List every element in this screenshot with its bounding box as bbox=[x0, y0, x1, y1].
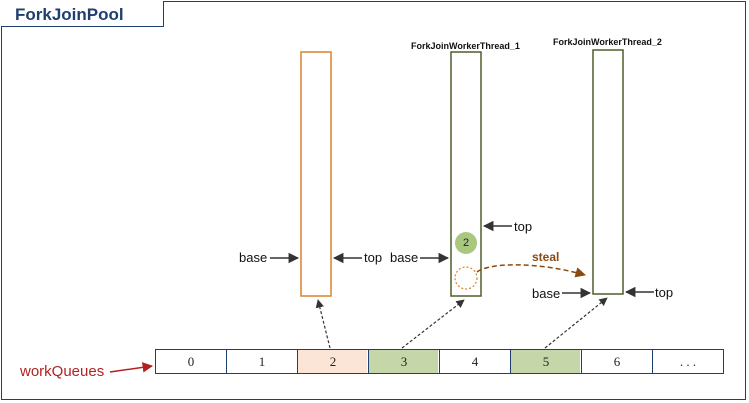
task-circle-label: 2 bbox=[462, 237, 470, 249]
steal-arrow bbox=[476, 264, 587, 278]
work-queues-array: 0 1 2 3 4 5 6 . . . bbox=[155, 349, 724, 374]
steal-label: steal bbox=[532, 250, 560, 264]
top-label-external: top bbox=[364, 250, 383, 265]
queue-slot: 4 bbox=[440, 350, 511, 373]
top-label-worker-1: top bbox=[514, 219, 533, 234]
top-label-worker-2: top bbox=[655, 285, 674, 300]
pointer-slot-5 bbox=[544, 297, 608, 349]
base-label-worker-1: base bbox=[390, 250, 419, 265]
work-queues-label: workQueues bbox=[20, 363, 105, 380]
queue-slot: 1 bbox=[227, 350, 298, 373]
thread-2-label: ForkJoinWorkerThread_2 bbox=[553, 37, 662, 47]
worker-queue-2 bbox=[592, 49, 624, 295]
slot-3-fill bbox=[368, 350, 438, 373]
queue-slot: 5 bbox=[511, 350, 582, 373]
work-queues-arrow bbox=[109, 362, 154, 373]
stolen-slot-circle bbox=[454, 266, 478, 290]
worker-queue-1 bbox=[450, 51, 482, 297]
slot-5-fill bbox=[510, 350, 580, 373]
base-label-external: base bbox=[239, 250, 268, 265]
queue-slot: 3 bbox=[369, 350, 440, 373]
external-queue bbox=[300, 51, 332, 297]
queue-slot: 0 bbox=[156, 350, 227, 373]
queue-slot: . . . bbox=[679, 353, 697, 369]
queue-slot: 6 bbox=[582, 350, 653, 373]
slot-2-fill bbox=[297, 350, 367, 373]
title-tab: ForkJoinPool bbox=[1, 1, 164, 27]
base-label-worker-2: base bbox=[532, 286, 561, 301]
queue-slot: 2 bbox=[298, 350, 369, 373]
pointer-slot-2 bbox=[315, 299, 331, 349]
task-circle bbox=[455, 232, 477, 254]
pointer-slot-3 bbox=[401, 299, 465, 349]
thread-1-label: ForkJoinWorkerThread_1 bbox=[411, 41, 520, 51]
diagram-title: ForkJoinPool bbox=[15, 5, 124, 24]
